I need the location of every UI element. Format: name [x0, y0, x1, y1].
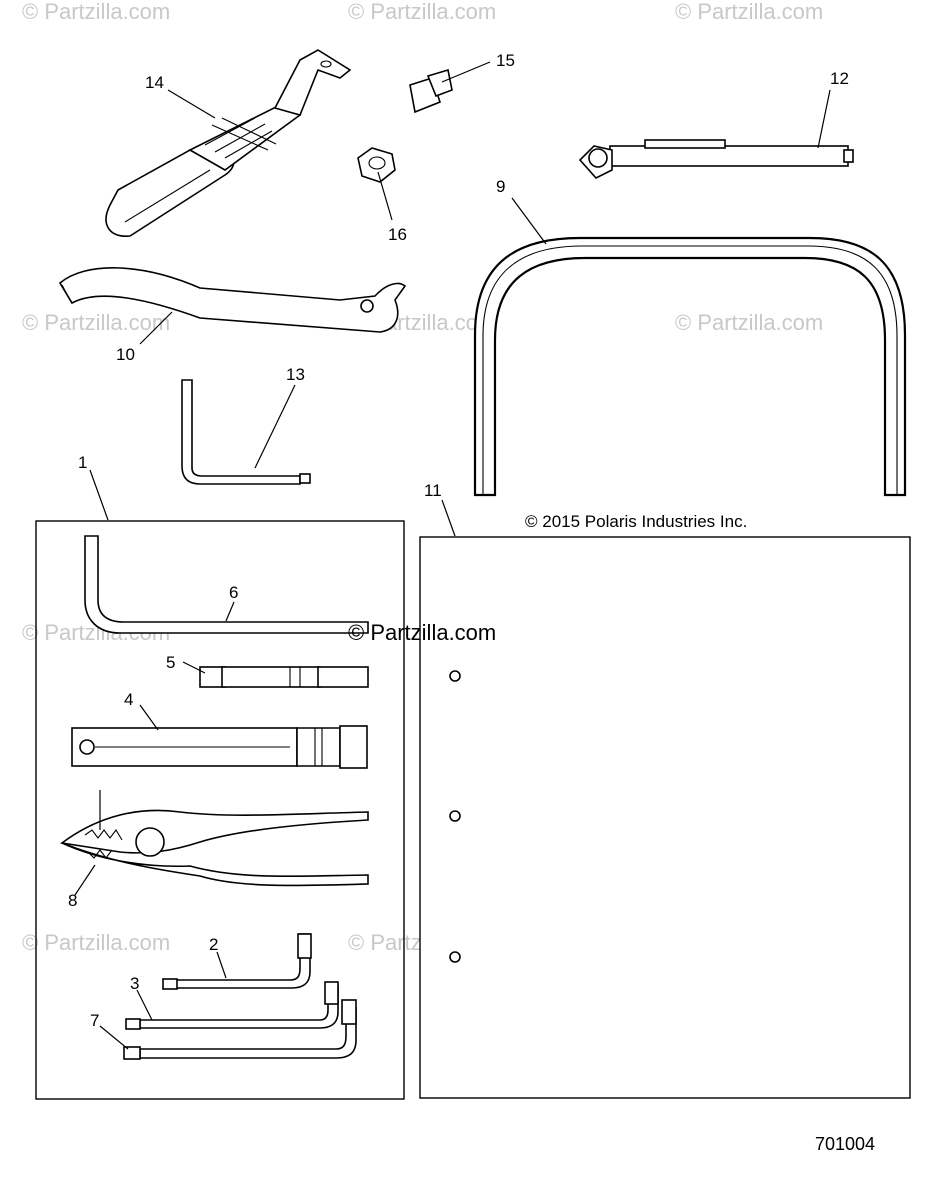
callout-16: 16 — [388, 225, 407, 244]
part-13-l-wrench — [181, 379, 311, 485]
watermark: © Partzilla.com — [675, 0, 823, 24]
kit-box-1 — [35, 520, 405, 1100]
watermark: © Partzilla.com — [22, 930, 170, 955]
part-7-l-key — [123, 999, 357, 1060]
part-3-l-key — [125, 981, 339, 1030]
watermark: © Partzilla.com — [348, 0, 496, 24]
callout-10: 10 — [116, 345, 135, 364]
callout-3: 3 — [130, 974, 139, 993]
callout-1: 1 — [78, 453, 87, 472]
watermark: © Partzilla.com — [22, 310, 170, 335]
callout-11: 11 — [424, 481, 442, 500]
part-4-plug-wrench — [71, 725, 368, 769]
part-5-socket — [199, 666, 369, 688]
part-9-handle — [473, 236, 907, 497]
part-10-wrench — [58, 267, 407, 333]
callout-5: 5 — [166, 653, 175, 672]
part-12-bar — [578, 139, 854, 179]
part-15-bolt — [409, 68, 453, 114]
part-11-manual — [419, 536, 911, 1099]
callout-4: 4 — [124, 690, 133, 709]
callout-8: 8 — [68, 891, 77, 910]
part-2-l-key — [162, 933, 312, 990]
part-6-hex-key — [84, 535, 369, 634]
callout-7: 7 — [90, 1011, 99, 1030]
watermark: © Partzilla.com — [675, 310, 823, 335]
callout-labels: 14 15 16 12 9 10 13 1 11 6 5 4 8 2 3 7 — [68, 51, 849, 1030]
callout-9: 9 — [496, 177, 505, 196]
part-16-nut — [357, 147, 396, 183]
part-14-strap — [105, 49, 352, 237]
copyright-notice: © 2015 Polaris Industries Inc. — [525, 512, 747, 531]
watermark: © Partzilla.com — [22, 0, 170, 24]
part-8-pliers — [60, 809, 369, 887]
callout-13: 13 — [286, 365, 305, 384]
center-watermark: © Partzilla.com — [348, 620, 496, 645]
callout-6: 6 — [229, 583, 238, 602]
diagram-number: 701004 — [815, 1134, 875, 1154]
callout-14: 14 — [145, 73, 164, 92]
callout-2: 2 — [209, 935, 218, 954]
callout-15: 15 — [496, 51, 515, 70]
leader-lines — [74, 61, 831, 1050]
callout-12: 12 — [830, 69, 849, 88]
